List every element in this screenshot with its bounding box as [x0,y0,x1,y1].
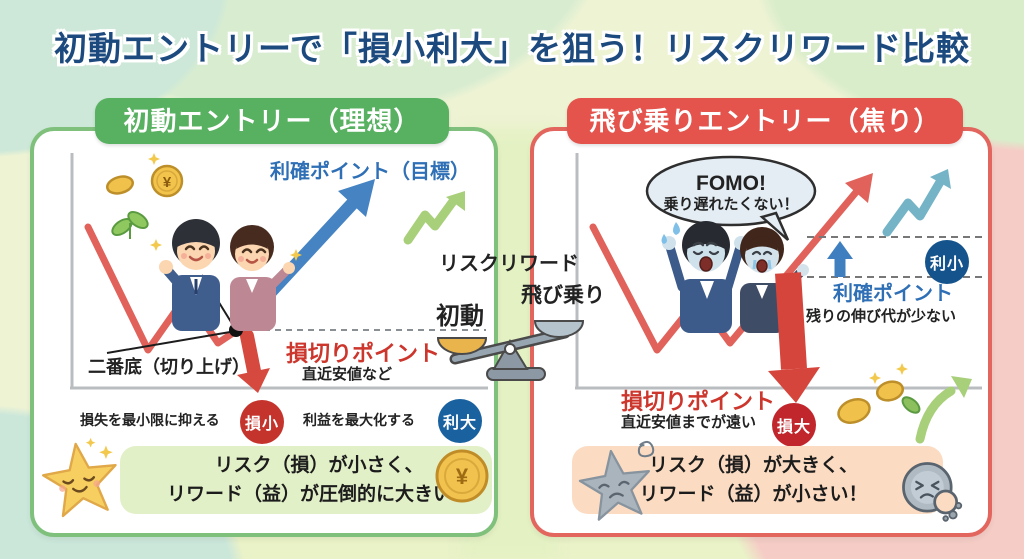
scale-left-pan-label: 初動 [436,303,484,330]
stop-loss-arrow [237,329,270,393]
panicked-traders-illustration [661,221,809,333]
sparkle-icon [148,153,160,165]
left-scale-pan [436,337,488,355]
balance-scale-icon [436,320,585,381]
gold-yen-coin-icon: ¥ [435,449,489,503]
surge-arrow-icon [882,169,951,237]
coins-and-leaf-icon: ¥ [106,153,184,239]
stop-loss-label: 損切りポイント [621,389,776,414]
stop-loss-label: 損切りポイント [286,341,441,366]
sparkle-icon [85,437,96,448]
small-profit-arrow [827,241,853,277]
big-stop-loss-arrow [768,272,820,403]
sad-star-icon [578,440,655,521]
sparkle-icon [99,445,113,459]
fomo-entry-chart [575,153,982,444]
minimize-loss-caption: 損失を最小限に抑える [80,412,220,428]
page-title: 初動エントリーで「損小利大」を狙う！リスクリワード比較 [53,30,971,67]
right-scale-pan [533,320,585,338]
yen-symbol: ¥ [456,464,469,489]
summary-line: リスク（損）が大きく、 [648,455,858,476]
fomo-speech-line2: 乗り遅れたくない！ [663,196,799,213]
stop-loss-note: 直近安値までが遠い [621,414,757,431]
ideal-entry-chart: ¥ [70,153,488,393]
ideal-summary-box: リスク（損）が小さく、 リワード（益）が圧倒的に大きい！ [120,446,492,514]
take-profit-note: 残りの伸び代が少ない [806,308,957,325]
small-loss-badge: 損小 [240,400,284,444]
small-profit-badge: 利小 [925,240,969,284]
summary-line: リワード（益）が小さい！ [639,484,868,505]
ideal-entry-header: 初動エントリー（理想） [95,98,449,144]
big-profit-badge: 利大 [438,399,482,443]
fomo-speech-line1: FOMO! [696,172,766,195]
broken-coin-icon [902,462,963,522]
speech-bubble [645,155,817,241]
coins-leaf-growth-icon [837,363,972,444]
summary-line: リワード（益）が圧倒的に大きい！ [166,484,471,505]
growth-arrow-icon [403,191,465,245]
risk-reward-scale-title: リスクリワード [439,253,579,275]
fomo-entry-header: 飛び乗りエントリー（焦り） [567,98,963,144]
double-bottom-pointer-line [106,330,237,354]
happy-star-icon [42,437,117,518]
summary-line: リスク（損）が小さく、 [214,455,424,476]
scale-right-pan-label: 飛び乗り [521,284,605,307]
take-profit-label: 利確ポイント [833,283,953,305]
stop-loss-note: 直近安値など [302,366,393,383]
yen-symbol: ¥ [163,174,172,191]
double-bottom-label: 二番底（切り上げ） [88,357,250,377]
big-loss-badge: 損大 [772,403,816,447]
maximize-profit-caption: 利益を最大化する [303,412,415,428]
take-profit-label: 利確ポイント（目標） [270,161,470,183]
happy-traders-illustration [150,219,302,331]
dizzy-swirl-icon [637,440,655,458]
